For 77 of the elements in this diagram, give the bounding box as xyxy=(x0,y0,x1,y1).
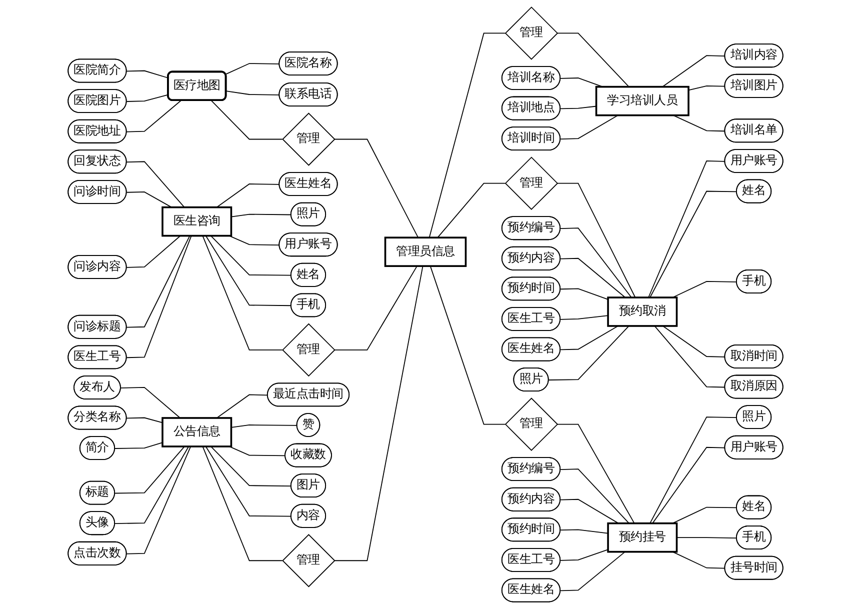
connector xyxy=(228,446,286,456)
node-box: 医生咨询 xyxy=(162,206,232,237)
connector xyxy=(560,114,618,140)
connector xyxy=(126,235,181,268)
connector xyxy=(126,161,185,208)
connector xyxy=(560,228,632,298)
connector xyxy=(648,160,726,298)
connector xyxy=(560,549,608,561)
connector xyxy=(225,63,280,75)
connector xyxy=(226,90,280,96)
connector xyxy=(205,235,292,306)
connector xyxy=(210,100,283,140)
node-box: 管理员信息 xyxy=(384,236,467,267)
connector xyxy=(560,258,626,298)
connector xyxy=(205,446,292,517)
connector xyxy=(654,326,726,388)
connector xyxy=(676,537,738,538)
connector xyxy=(652,446,726,524)
connector xyxy=(556,424,635,524)
connector xyxy=(560,78,604,88)
connector xyxy=(650,416,738,524)
connector xyxy=(126,446,192,554)
connector xyxy=(560,326,618,350)
connector xyxy=(228,235,280,246)
connector xyxy=(334,266,418,350)
connector xyxy=(556,32,630,88)
connector xyxy=(548,326,630,380)
connector xyxy=(430,266,506,425)
connector xyxy=(230,424,298,428)
connector xyxy=(662,55,726,88)
node-box: 预约取消 xyxy=(607,296,678,327)
connector xyxy=(672,506,738,524)
connector xyxy=(650,190,738,298)
connector xyxy=(202,446,283,562)
connector xyxy=(672,280,738,298)
connector xyxy=(560,468,630,524)
connector xyxy=(560,288,608,300)
connector xyxy=(437,182,506,238)
connector xyxy=(126,191,172,208)
connector xyxy=(126,70,169,78)
connector xyxy=(126,235,190,328)
connector xyxy=(114,446,185,494)
connector xyxy=(560,551,626,592)
node-diamond: 管理 xyxy=(282,534,336,588)
connector xyxy=(126,235,192,358)
connector xyxy=(672,114,726,132)
node-diamond: 管理 xyxy=(504,6,558,60)
connector xyxy=(114,446,190,524)
connector xyxy=(216,184,280,208)
connector xyxy=(672,551,726,569)
connector xyxy=(210,446,292,486)
connector xyxy=(334,138,419,238)
node-box: 预约挂号 xyxy=(607,522,678,553)
connector xyxy=(560,498,619,524)
connector xyxy=(114,442,163,449)
node-box: 公告信息 xyxy=(162,417,232,448)
connector xyxy=(560,106,597,110)
connector xyxy=(126,100,182,132)
node-box: 学习培训人员 xyxy=(595,86,690,116)
node-diamond: 管理 xyxy=(282,323,336,377)
connector xyxy=(334,266,424,562)
connector xyxy=(688,85,726,91)
node-diamond: 管理 xyxy=(504,156,558,210)
connector xyxy=(126,417,163,424)
connector xyxy=(560,529,608,534)
connector xyxy=(216,394,268,418)
connector xyxy=(662,326,726,358)
connector xyxy=(230,214,292,218)
connector xyxy=(202,235,283,350)
connector xyxy=(560,315,608,320)
connector xyxy=(120,387,181,418)
connector xyxy=(126,94,169,102)
connector xyxy=(210,235,292,276)
connector xyxy=(428,32,506,238)
node-diamond: 管理 xyxy=(504,398,558,451)
node-diamond: 管理 xyxy=(282,112,336,166)
connector xyxy=(556,182,636,298)
